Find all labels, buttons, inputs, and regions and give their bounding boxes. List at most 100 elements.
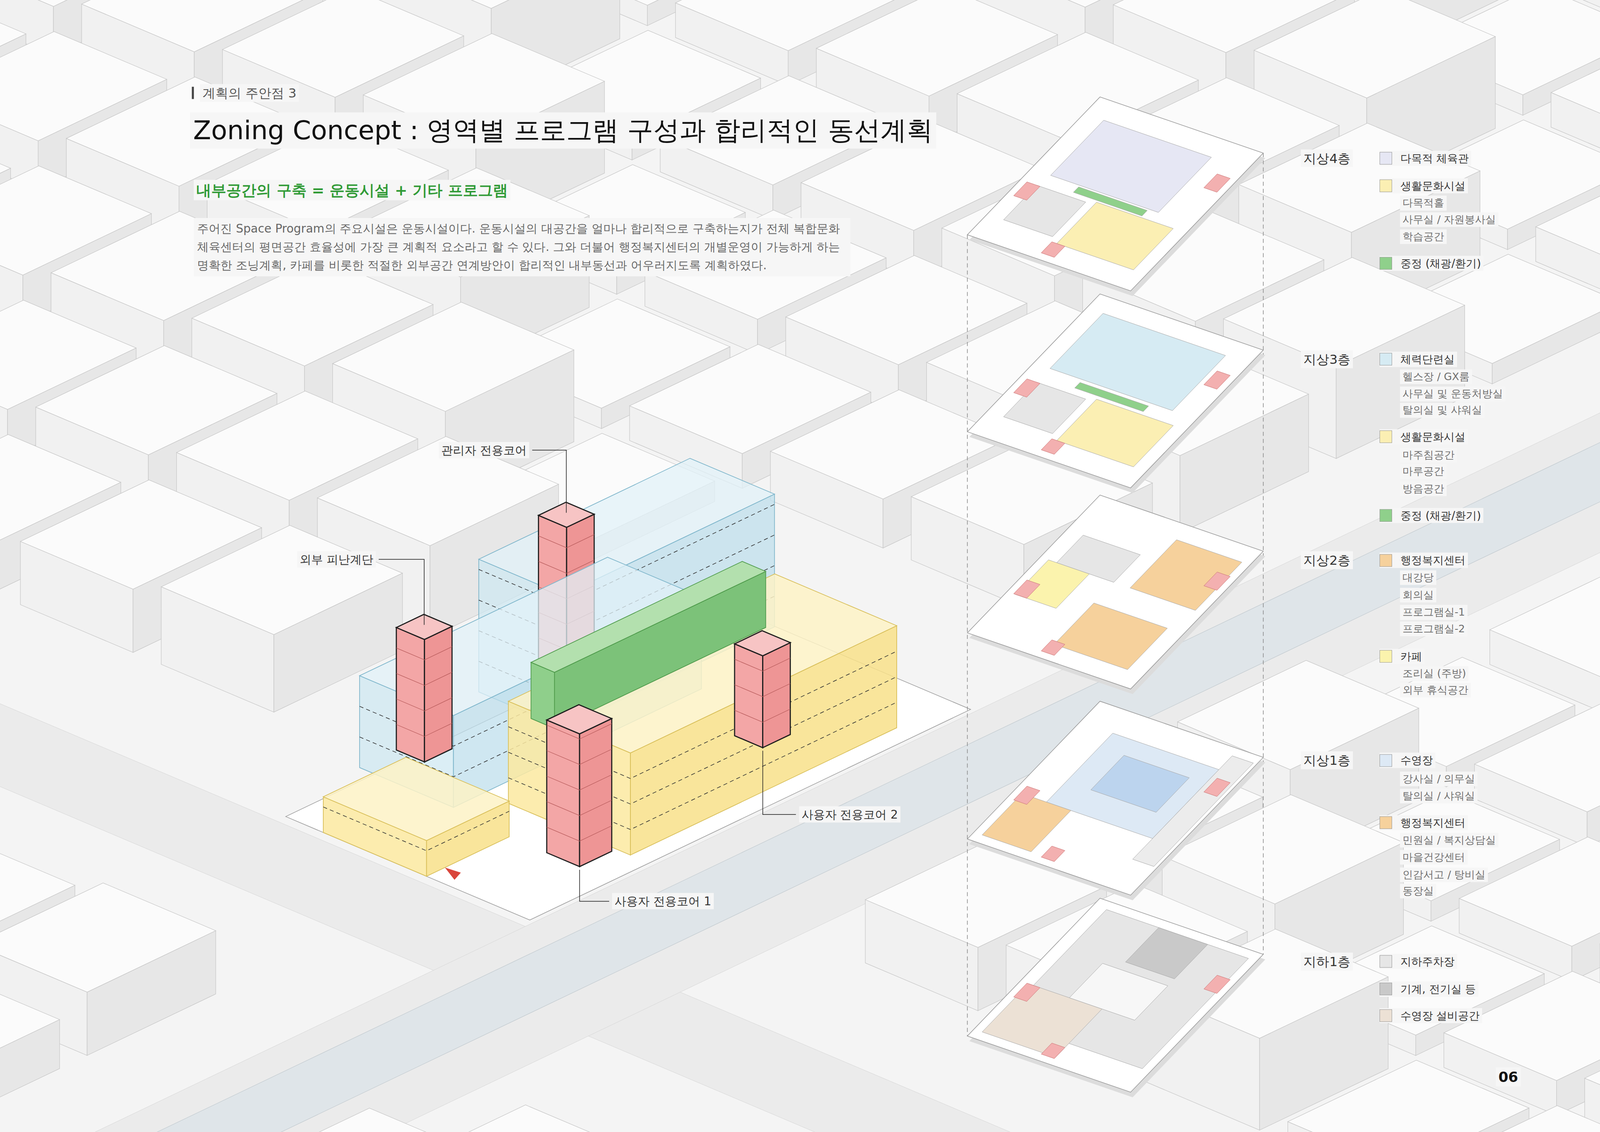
floor-label: 지상2층 [1300, 551, 1353, 570]
legend-item: 행정복지센터 [1379, 815, 1468, 831]
core-zone [1203, 370, 1230, 390]
callout-label: 사용자 전용코어 2 [799, 806, 901, 823]
legend-item: 행정복지센터 [1379, 552, 1468, 568]
legend-subitem: 강사실 / 의무실 [1400, 771, 1478, 786]
legend-subitem: 헬스장 / GX룸 [1400, 369, 1473, 384]
legend-subitem: 마루공간 [1400, 464, 1447, 479]
city-block [0, 971, 60, 1081]
core-zone [1013, 378, 1040, 398]
floor-plate [967, 897, 1264, 1092]
body-text: 주어진 Space Program의 주요시설은 운동시설이다. 운동시설의 대… [193, 217, 851, 277]
floor-plate [967, 495, 1264, 689]
city-block [378, 0, 620, 9]
section-label: 계획의 주안점 3 [200, 83, 299, 102]
core-volume [579, 718, 612, 867]
legend-item: 체력단련실 [1379, 351, 1458, 368]
legend-subitem: 방음공간 [1400, 481, 1447, 496]
core-zone [1041, 1042, 1065, 1059]
core-volume [734, 643, 763, 748]
legend-subitem: 마주침공간 [1400, 447, 1458, 463]
legend-subitem: 탈의실 및 샤워실 [1400, 402, 1485, 418]
legend-subitem: 대강당 [1400, 570, 1437, 585]
legend-subitem: 다목적홀 [1400, 195, 1447, 211]
core-volume [546, 720, 580, 867]
road [0, 132, 1600, 1132]
zone [1054, 602, 1168, 670]
leader-line [762, 750, 797, 815]
legend-swatch [1379, 179, 1393, 193]
legend-swatch [1379, 553, 1393, 567]
legend-swatch [1379, 430, 1393, 443]
city-block [0, 882, 216, 992]
legend-swatch [1379, 816, 1393, 829]
callout-label: 관리자 전용코어 [438, 442, 530, 459]
core-volume-floor-line [734, 683, 791, 697]
legend-subitem: 사무실 및 운동처방실 [1400, 386, 1506, 402]
legend-text: 생활문화시설 [1400, 430, 1466, 444]
legend-text: 생활문화시설 [1400, 178, 1466, 193]
city-block [1550, 30, 1600, 140]
core-zone [1013, 785, 1040, 805]
legend-text: 수영장 [1400, 753, 1433, 768]
zone [1056, 202, 1174, 270]
legend-swatch [1379, 650, 1393, 663]
zone [1132, 755, 1254, 866]
core-volume-floor-line [734, 708, 791, 723]
city-block [1535, 165, 1600, 275]
legend-subitem: 탈의실 / 샤워실 [1400, 788, 1478, 804]
city-block [240, 1107, 483, 1132]
legend-swatch [1379, 753, 1393, 767]
city-block [1459, 836, 1600, 946]
road [0, 303, 1498, 1132]
city-block [1474, 702, 1600, 812]
legend-item: 수영장 [1379, 752, 1436, 768]
legend-subitem: 마을건강센터 [1400, 850, 1468, 865]
core-volume-floor-line [396, 672, 453, 686]
callout-label: 사용자 전용코어 1 [612, 892, 714, 910]
legend-item: 기계, 전기실 등 [1379, 981, 1479, 997]
city-block [1428, 1105, 1600, 1132]
core-volume-floor-line [396, 697, 453, 711]
floor-plates [967, 97, 1266, 1098]
legend-item: 지하주차장 [1379, 953, 1458, 970]
core-volume-floor-line [546, 774, 612, 790]
leader-line [579, 869, 610, 902]
core-zone [1013, 982, 1040, 1002]
zone [1125, 927, 1208, 979]
legend-swatch [1379, 257, 1393, 270]
legend-text: 행정복지센터 [1400, 815, 1466, 830]
zone [1074, 382, 1149, 412]
legend-subitem: 외부 휴식공간 [1400, 682, 1471, 698]
core-volume-floor-line [546, 749, 612, 765]
core-zone [1041, 639, 1065, 655]
core-volume [396, 627, 425, 763]
floor-plate [967, 293, 1264, 488]
heading-bar [191, 86, 194, 99]
legend-swatch [1379, 982, 1393, 995]
city-block [1254, 0, 1496, 98]
city-block [1287, 1060, 1530, 1132]
core-zone [1041, 438, 1065, 455]
floor-label: 지상4층 [1300, 149, 1353, 168]
legend-swatch [1379, 152, 1393, 165]
legend-item: 카페 [1379, 648, 1425, 664]
core-zone [1203, 173, 1230, 193]
legend-subitem: 민원실 / 복지상담실 [1400, 832, 1499, 848]
core-volume-floor-line [396, 646, 453, 660]
legend-text: 중정 (채광/환기) [1400, 508, 1481, 523]
legend-swatch [1379, 955, 1393, 968]
core-zone [1013, 181, 1040, 200]
cafe-volume [323, 757, 510, 841]
core-volume [424, 626, 453, 762]
core-volume-floor-line [546, 825, 612, 841]
legend-item: 수영장 설비공간 [1379, 1007, 1483, 1023]
floor-plate [967, 97, 1264, 291]
zone [1130, 539, 1242, 610]
core-volume-floor-line [546, 800, 612, 816]
city-block [317, 436, 559, 546]
legend-text: 행정복지센터 [1400, 553, 1466, 568]
legend-subitem: 프로그램실-1 [1400, 605, 1468, 620]
legend-subitem: 회의실 [1400, 587, 1437, 603]
